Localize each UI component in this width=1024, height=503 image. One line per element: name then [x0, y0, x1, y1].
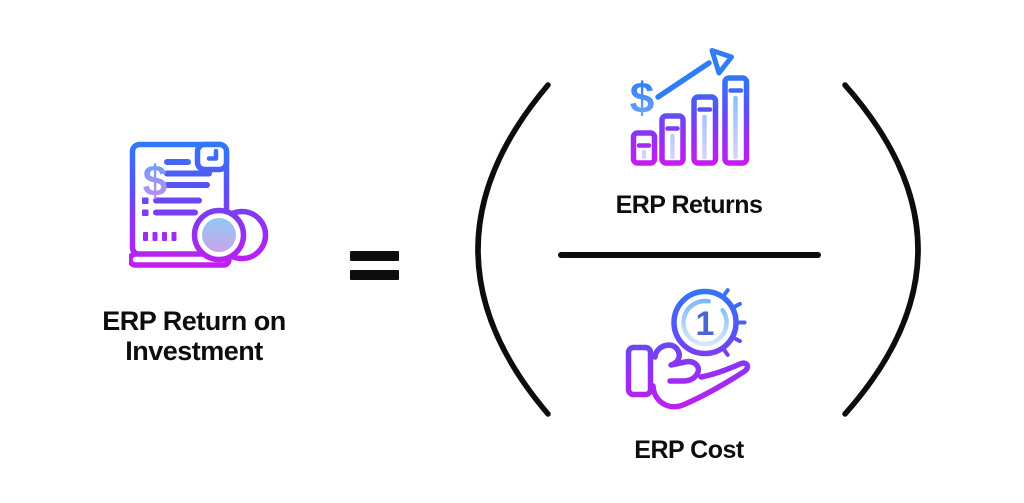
- arrow-head: [709, 48, 734, 76]
- clock-hands-mark: [206, 148, 219, 161]
- result-label-line2: Investment: [125, 336, 263, 366]
- result-label: ERP Return on Investment: [64, 306, 324, 366]
- bar-1: [630, 130, 658, 166]
- front-coin-fill: [202, 218, 236, 252]
- invoice-dollar-sign: $: [143, 157, 167, 206]
- hand-fingers: [652, 342, 702, 384]
- hand-holding-coin-icon: 1: [625, 288, 751, 410]
- equals-top-bar: [350, 251, 399, 261]
- numerator-label: ERP Returns: [615, 191, 763, 219]
- coin-ridge-dashes: [722, 288, 747, 357]
- invoice-bullets: [142, 197, 177, 241]
- equals-bottom-bar: [350, 270, 399, 280]
- hand-cuff: [625, 344, 654, 398]
- invoice-text-lines: [153, 159, 212, 216]
- hand-palm: [650, 360, 751, 410]
- result-label-line1: ERP Return on: [102, 306, 286, 336]
- left-parenthesis: [475, 82, 551, 417]
- fraction-bar: [558, 252, 821, 258]
- growth-bar-chart-icon: $: [630, 48, 750, 166]
- growth-arrow: [655, 48, 734, 100]
- denominator-label: ERP Cost: [634, 436, 744, 464]
- bar-cap-lines: [636, 88, 744, 148]
- invoice-with-coins-icon: $: [129, 141, 269, 268]
- equals-sign: =: [350, 251, 399, 280]
- coin-inner-ring: [681, 298, 729, 347]
- chart-dollar-sign: $: [630, 74, 654, 123]
- bar-inner-fills: [641, 95, 738, 160]
- coin-numeral: 1: [696, 305, 715, 343]
- right-parenthesis: [842, 82, 921, 417]
